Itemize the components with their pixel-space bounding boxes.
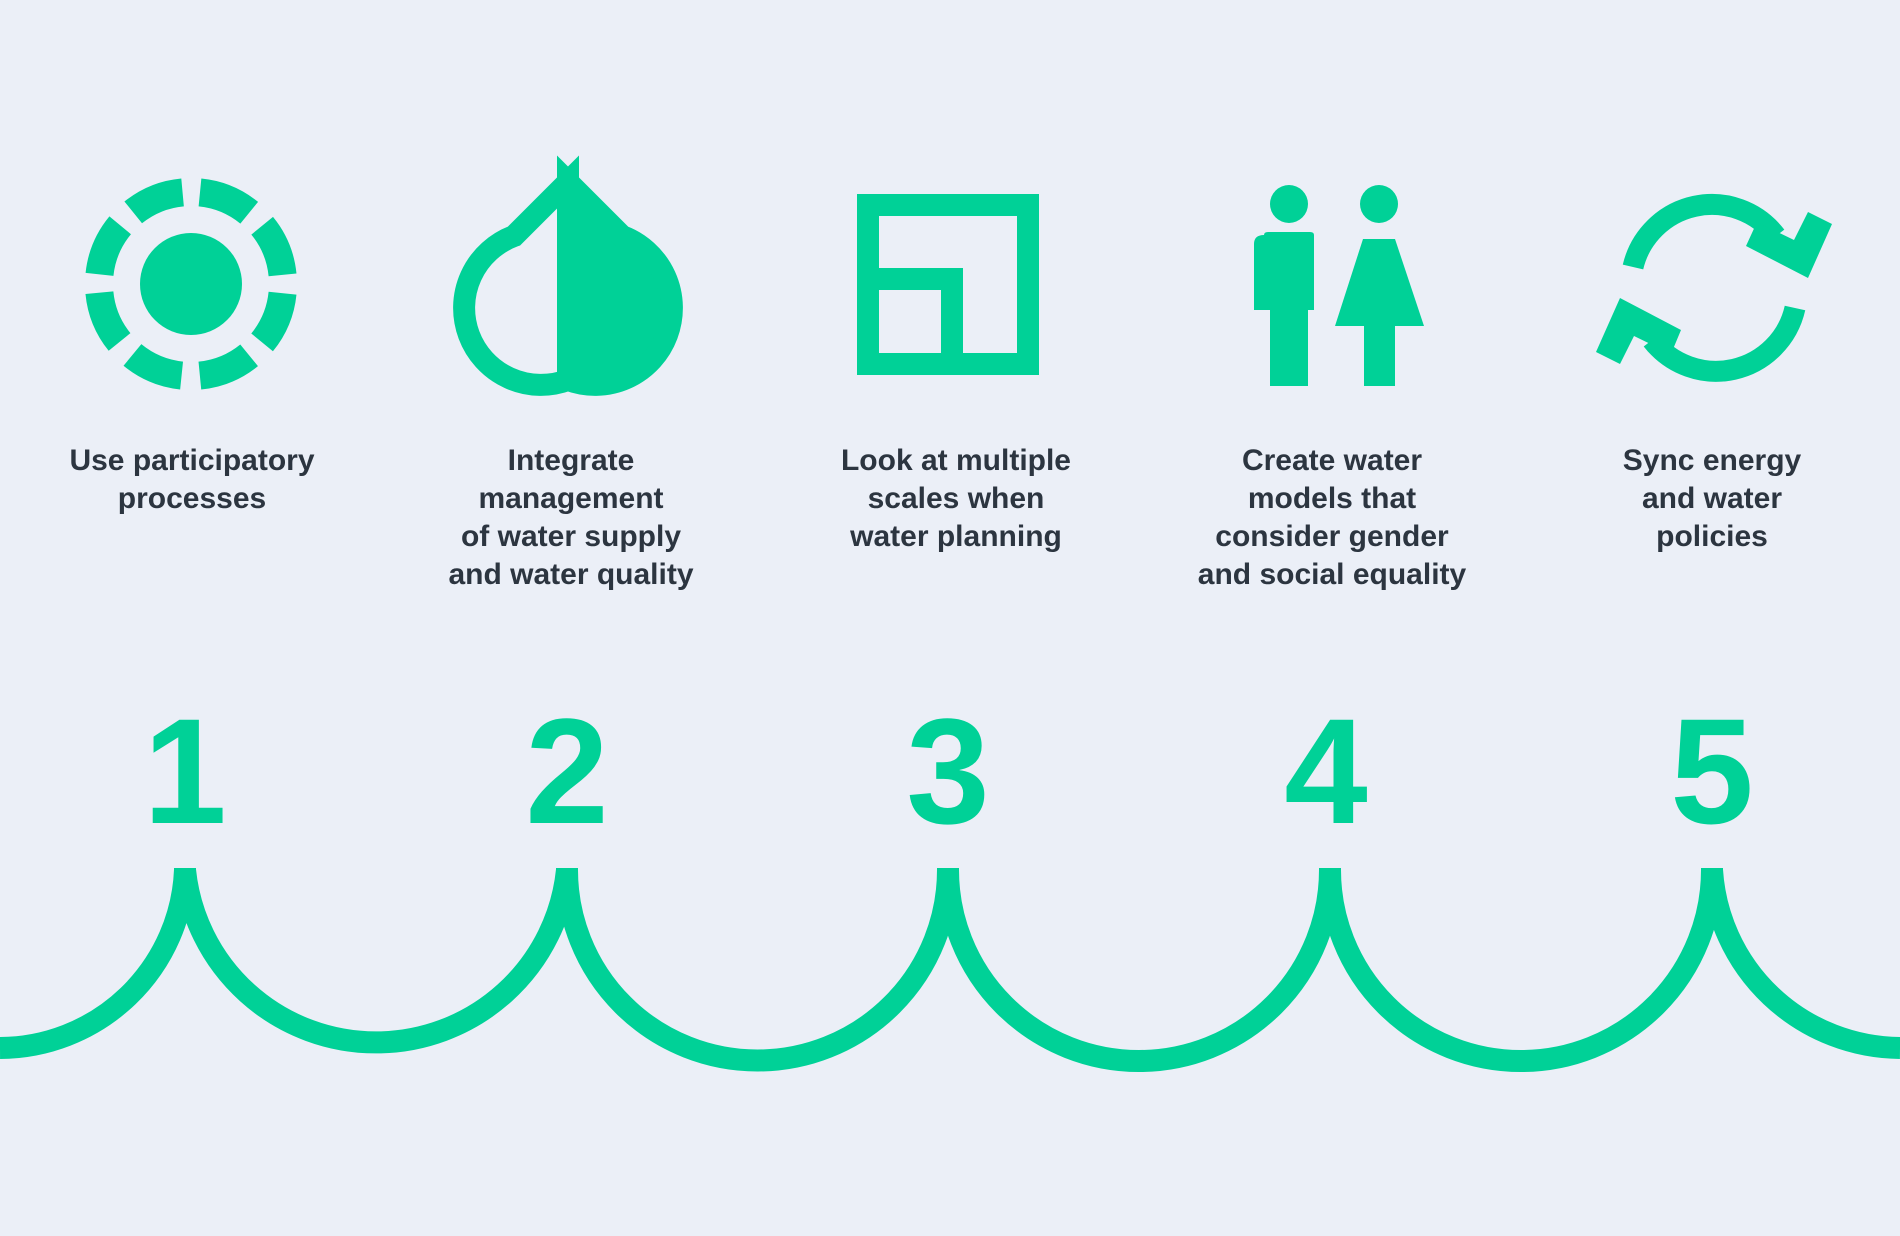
nested-squares-scale-icon — [857, 194, 1039, 375]
step-3-caption: Look at multiple scales when water plann… — [840, 444, 1071, 553]
step-number-2: 2 — [525, 687, 608, 855]
step-2-caption: Integrate management of water supply and… — [448, 444, 694, 591]
step-1-caption: Use participatory processes — [69, 444, 315, 515]
step-4-caption: Create water models that consider gender… — [1197, 444, 1467, 591]
sync-arrows-icon — [1596, 193, 1832, 382]
step-number-5: 5 — [1670, 687, 1753, 855]
participation-icon — [85, 178, 297, 390]
wave-timeline — [0, 868, 1900, 1072]
step-5-caption: Sync energy and water policies — [1622, 444, 1802, 553]
water-drop-half-icon — [453, 155, 683, 396]
step-number-4: 4 — [1284, 687, 1367, 855]
step-number-1: 1 — [143, 687, 226, 855]
man-woman-icon — [1254, 185, 1424, 386]
step-number-3: 3 — [906, 687, 989, 855]
